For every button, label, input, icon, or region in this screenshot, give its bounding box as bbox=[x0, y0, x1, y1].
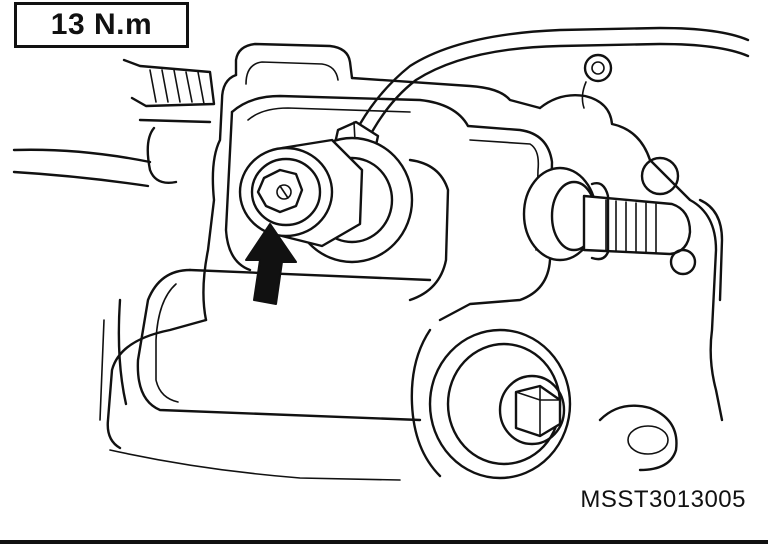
arrow-up-icon bbox=[245, 223, 297, 305]
hex-bolt-head bbox=[256, 168, 304, 214]
cylinder-housing bbox=[99, 268, 432, 422]
right-threaded-stud bbox=[522, 166, 692, 262]
torque-spec-label: 13 N.m bbox=[14, 2, 189, 48]
hex-plug bbox=[514, 384, 562, 438]
figure-reference-code: MSST3013005 bbox=[580, 486, 746, 513]
left-stud-bracket bbox=[12, 58, 216, 188]
end-cap-assembly bbox=[410, 328, 572, 480]
housing-casting bbox=[106, 42, 724, 481]
sensor-hex-nut bbox=[238, 136, 414, 264]
actuator-body bbox=[224, 94, 554, 322]
torque-value: 13 N.m bbox=[50, 8, 153, 41]
right-bracket bbox=[640, 156, 724, 302]
